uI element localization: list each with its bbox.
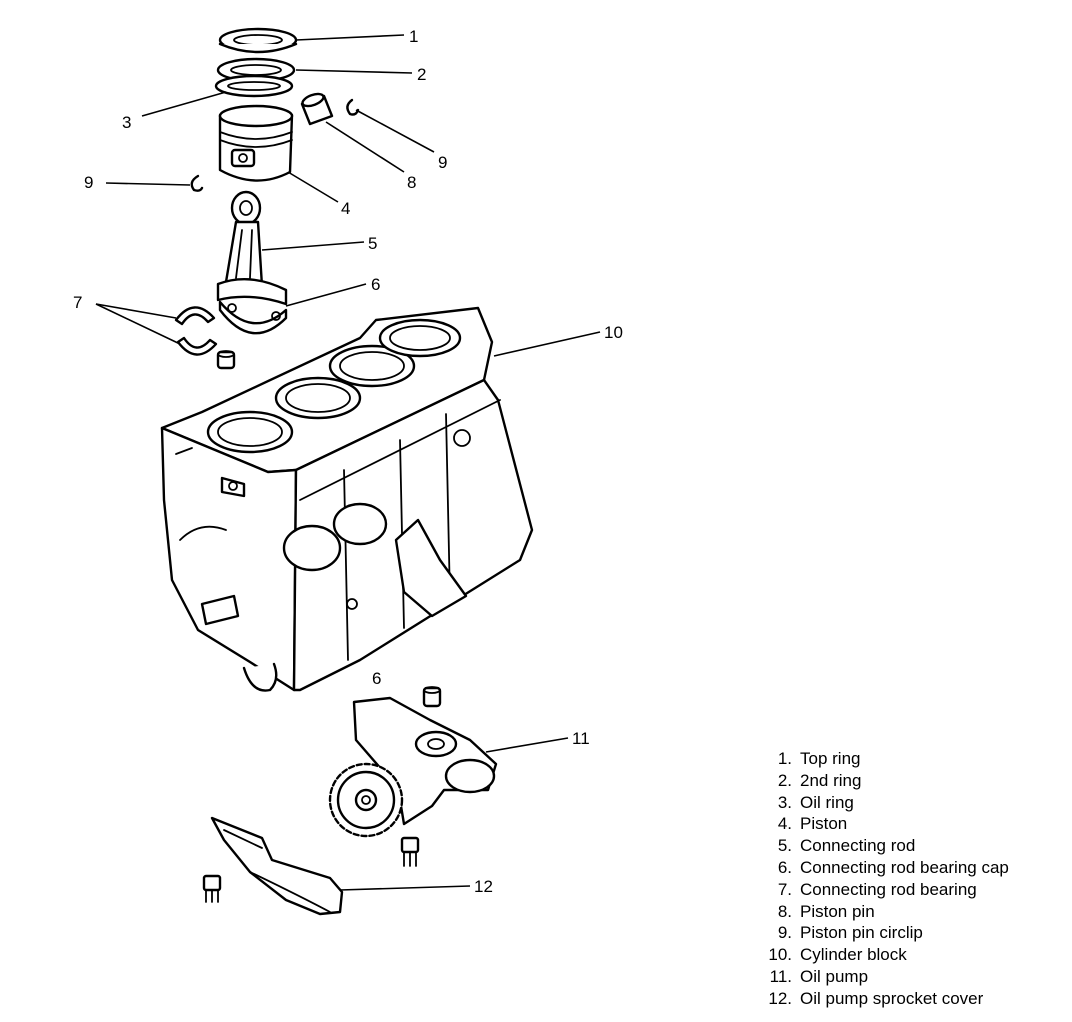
callout-8: 8 [407, 173, 416, 192]
parts-legend: 1. Top ring 2. 2nd ring 3. Oil ring 4. Pisto… [760, 748, 1009, 1010]
callout-1: 1 [409, 27, 418, 46]
callout-9a: 9 [84, 173, 93, 192]
legend-label: Cylinder block [800, 945, 907, 965]
callout-6b: 6 [372, 669, 381, 688]
leader-1 [295, 34, 405, 41]
legend-number: 6. [777, 857, 792, 877]
legend-number: 4. [777, 814, 792, 834]
leader-9b [355, 109, 435, 153]
callout-12: 12 [474, 877, 493, 896]
leader-3 [141, 91, 227, 117]
legend-item: 9. Piston pin circlip [760, 922, 1009, 944]
legend-label: Connecting rod bearing [800, 879, 977, 899]
legend-label: Piston pin circlip [800, 923, 923, 943]
legend-label: Oil ring [800, 792, 854, 812]
legend-number: 9. [777, 923, 792, 943]
leader-11 [485, 737, 569, 753]
legend-number: 12. [768, 988, 792, 1008]
callout-7: 7 [73, 293, 82, 312]
callout-11: 11 [572, 729, 590, 748]
legend-label: Oil pump sprocket cover [800, 988, 984, 1008]
circlip-right [346, 98, 360, 116]
callout-3: 3 [122, 113, 131, 132]
leader-10 [493, 331, 601, 357]
legend-item: 8. Piston pin [760, 901, 1009, 923]
callout-10: 10 [604, 323, 623, 342]
legend-item: 10. Cylinder block [760, 944, 1009, 966]
legend-item: 1. Top ring [760, 748, 1009, 770]
legend-number: 7. [777, 879, 792, 899]
callout-6: 6 [371, 275, 380, 294]
legend-label: Connecting rod bearing cap [800, 857, 1009, 877]
legend-item: 4. Piston [760, 813, 1009, 835]
leader-5 [261, 241, 365, 251]
legend-label: Oil pump [800, 966, 869, 986]
legend-item: 6. Connecting rod bearing cap [760, 857, 1009, 879]
legend-item: 11. Oil pump [760, 966, 1009, 988]
callout-4: 4 [341, 199, 350, 218]
legend-label: Connecting rod [800, 836, 916, 856]
circlip-left [190, 174, 204, 192]
leader-6 [285, 283, 367, 307]
legend-label: Piston [800, 814, 848, 834]
top-ring [218, 27, 298, 54]
callout-5: 5 [368, 234, 377, 253]
leader-9a [105, 182, 191, 186]
legend-number: 10. [768, 945, 792, 965]
cap-nut [216, 350, 236, 370]
legend-number: 2. [777, 770, 792, 790]
leader-7b [95, 303, 181, 345]
legend-label: Piston pin [800, 901, 875, 921]
legend-item: 3. Oil ring [760, 792, 1009, 814]
pump-bushing [422, 686, 442, 708]
cylinder-block [160, 306, 534, 692]
legend-number: 11. [769, 966, 792, 986]
legend-number: 3. [777, 792, 792, 812]
bearing-cap [218, 300, 288, 335]
oil-ring [214, 74, 294, 98]
leader-8 [325, 121, 405, 173]
pump-bolt [400, 836, 420, 867]
legend-label: 2nd ring [800, 770, 862, 790]
rod-bearings [174, 306, 218, 356]
leader-12 [339, 885, 471, 891]
legend-number: 5. [777, 836, 792, 856]
leader-4 [287, 171, 339, 203]
piston-pin [300, 92, 334, 126]
leader-7a [95, 303, 177, 319]
legend-item: 7. Connecting rod bearing [760, 879, 1009, 901]
legend-number: 8. [777, 901, 792, 921]
leader-2 [295, 69, 413, 74]
sprocket-cover [210, 816, 344, 916]
pump-sprocket [328, 762, 404, 838]
callout-2: 2 [417, 65, 426, 84]
legend-item: 5. Connecting rod [760, 835, 1009, 857]
piston [218, 104, 294, 182]
connecting-rod [216, 190, 288, 306]
oil-pump [328, 696, 498, 838]
legend-item: 2. 2nd ring [760, 770, 1009, 792]
legend-number: 1. [777, 749, 792, 768]
cover-bolt [202, 874, 222, 903]
callout-9b: 9 [438, 153, 447, 172]
legend-label: Top ring [800, 749, 861, 768]
legend-item: 12. Oil pump sprocket cover [760, 988, 1009, 1010]
